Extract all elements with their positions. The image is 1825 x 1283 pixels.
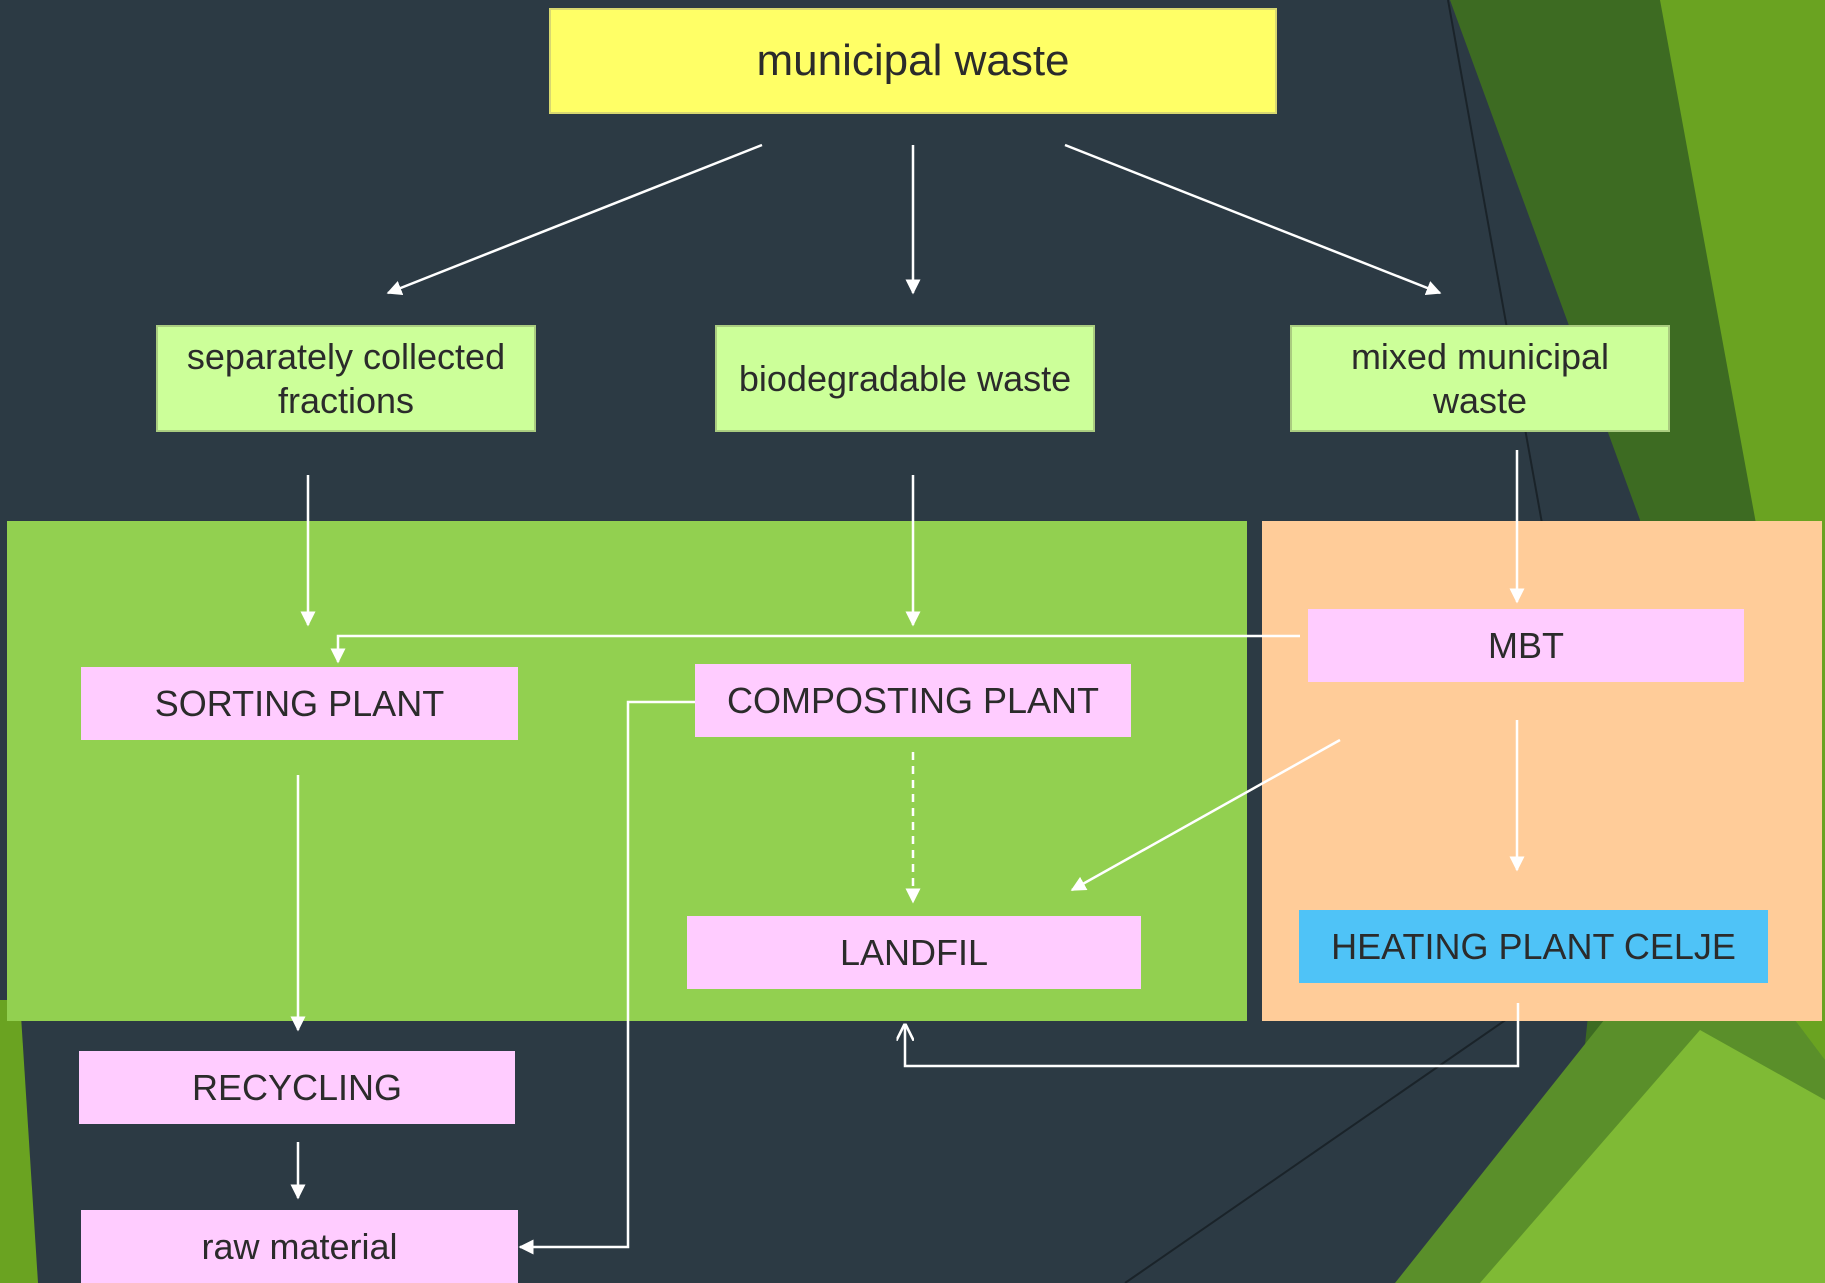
process-node-recycling: RECYCLING: [79, 1051, 515, 1124]
edge-composting-to-raw-material: [518, 700, 695, 1255]
bg-green-shard-bottom-light: [1480, 1030, 1825, 1283]
process-node-raw-material: raw material: [81, 1210, 518, 1283]
process-node-landfill: LANDFIL: [687, 916, 1141, 989]
bg-thin-line-1: [1447, 0, 1546, 541]
edge-mbt-to-sorting: [330, 634, 1300, 664]
edge-mbt-to-landfill: [1070, 738, 1341, 892]
bg-green-shard-left: [0, 1000, 38, 1283]
category-node-biodegradable: biodegradable waste: [715, 325, 1095, 432]
root-node: municipal waste: [549, 8, 1277, 114]
category-node-separate: separately collected fractions: [156, 325, 536, 432]
edge-heating-to-landfill: [905, 1003, 1520, 1068]
edge-root-to-mixed: [1064, 143, 1442, 296]
category-node-mixed: mixed municipal waste: [1290, 325, 1670, 432]
process-node-composting: COMPOSTING PLANT: [695, 664, 1131, 737]
process-node-heating-plant: HEATING PLANT CELJE: [1299, 910, 1768, 983]
bg-thin-line-2: [1124, 1009, 1521, 1283]
process-node-sorting: SORTING PLANT: [81, 667, 518, 740]
edge-root-to-separate: [386, 143, 763, 296]
process-node-mbt: MBT: [1308, 609, 1744, 682]
